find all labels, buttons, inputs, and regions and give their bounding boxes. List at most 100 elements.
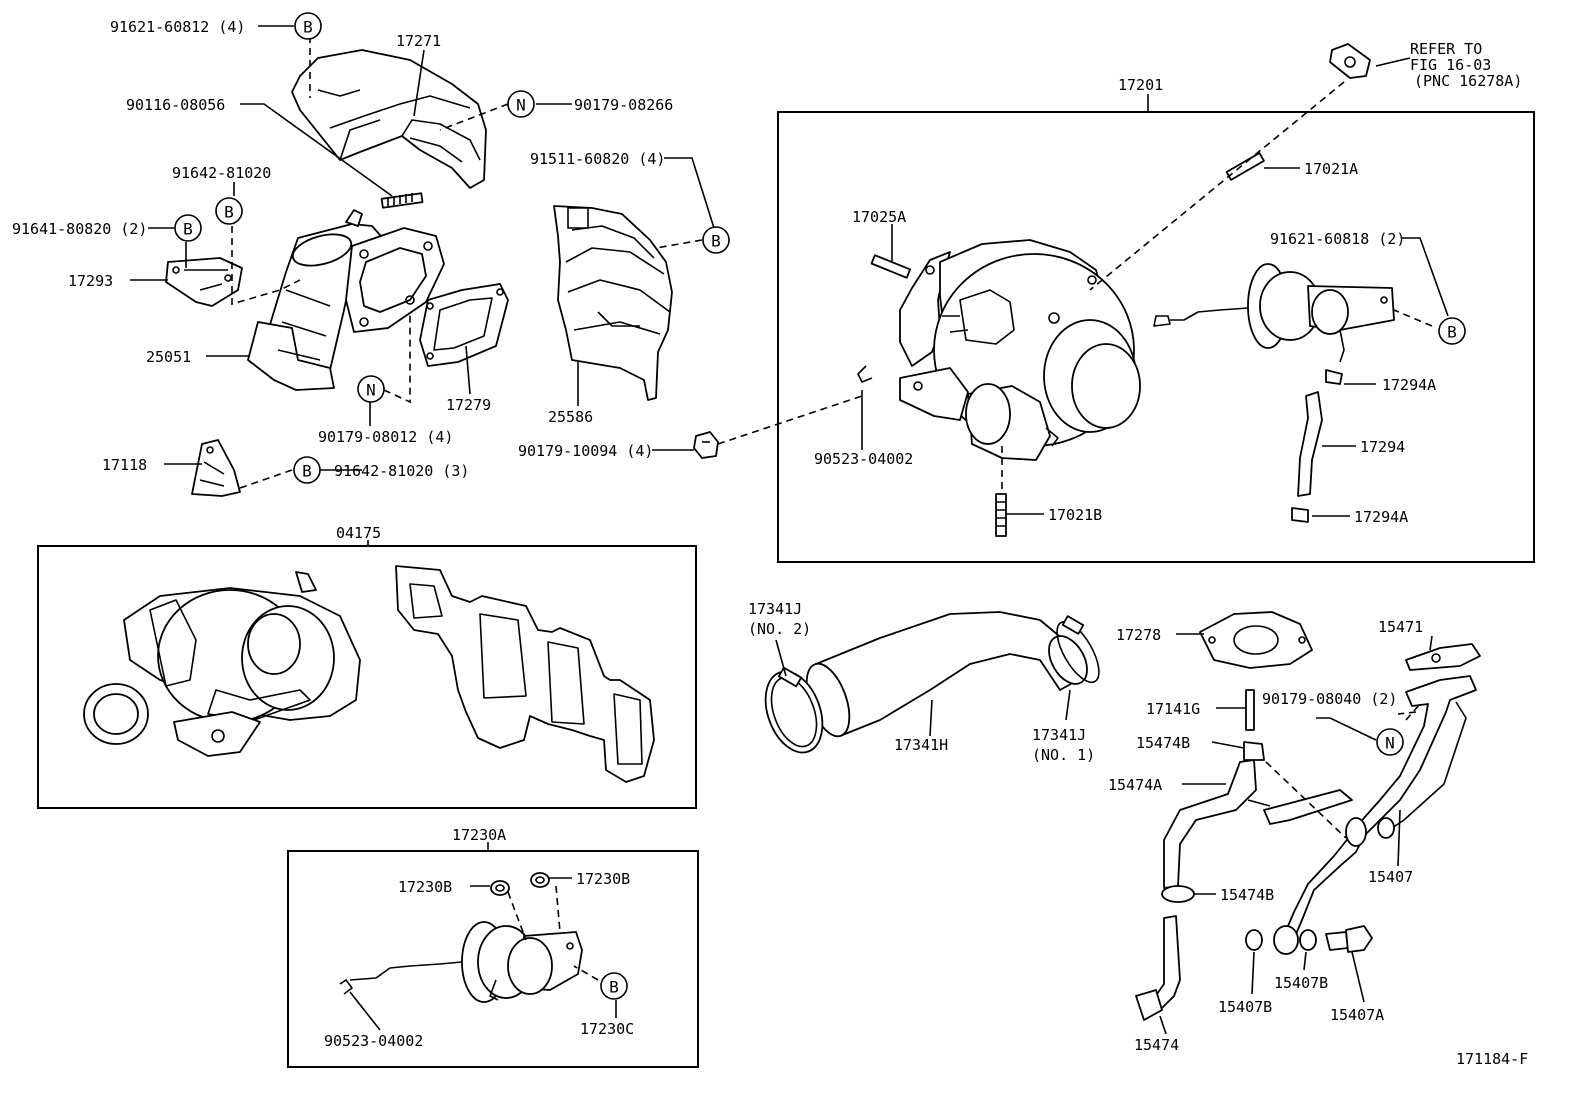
label-17279: 17279 — [446, 396, 491, 414]
label-15471: 15471 — [1378, 618, 1423, 636]
nut-90179-10094 — [693, 431, 719, 459]
gasket-17279 — [419, 283, 509, 367]
stud-17021B — [995, 493, 1007, 537]
svg-text:B: B — [711, 232, 721, 251]
svg-text:N: N — [366, 381, 376, 400]
label-17025A: 17025A — [852, 208, 906, 226]
label-pnc-16278a: (PNC 16278A) — [1414, 72, 1522, 90]
callout-B-5: B — [702, 226, 730, 254]
turbocharger-17201 — [899, 239, 1141, 461]
callout-B-2: B — [215, 197, 243, 225]
label-17141G: 17141G — [1146, 700, 1200, 718]
washer-17230B-right — [530, 872, 550, 888]
label-17201: 17201 — [1118, 76, 1163, 94]
label-15407A: 15407A — [1330, 1006, 1384, 1024]
leader-lines — [130, 25, 1449, 1035]
clip-17294A-bottom — [1291, 507, 1309, 523]
manifold-converter-25051 — [247, 209, 445, 391]
callout-B-4: B — [293, 456, 321, 484]
label-17278: 17278 — [1116, 626, 1161, 644]
actuator-assembly-box — [287, 850, 699, 1068]
label-90179-10094: 90179-10094 (4) — [518, 442, 653, 460]
label-04175: 04175 — [336, 524, 381, 542]
svg-text:N: N — [1385, 734, 1395, 753]
heat-insulator-25586 — [553, 205, 673, 401]
label-90523-04002-top: 90523-04002 — [814, 450, 913, 468]
label-17118: 17118 — [102, 456, 147, 474]
hose-15474A — [1163, 741, 1265, 889]
label-91621-60818: 91621-60818 (2) — [1270, 230, 1405, 248]
turbocharger-assembly-box — [777, 111, 1535, 563]
label-91621-60812: 91621-60812 (4) — [110, 18, 245, 36]
label-91642-81020-3: 91642-81020 (3) — [334, 462, 469, 480]
label-15474: 15474 — [1134, 1036, 1179, 1054]
callout-B-6: B — [1438, 317, 1466, 345]
label-90116-08056: 90116-08056 — [126, 96, 225, 114]
callout-B-7: B — [600, 972, 628, 1000]
clip-90523-04002 — [857, 365, 873, 383]
gasket-reference-16278A — [1329, 43, 1371, 79]
label-90179-08012: 90179-08012 (4) — [318, 428, 453, 446]
label-17271: 17271 — [396, 32, 441, 50]
hose-17294 — [1297, 391, 1323, 497]
label-refer-to: REFER TO — [1410, 40, 1482, 58]
label-17294A-top: 17294A — [1382, 376, 1436, 394]
label-90179-08266: 90179-08266 — [574, 96, 673, 114]
svg-text:B: B — [1447, 323, 1457, 342]
gasket-kit-04175 — [83, 565, 655, 783]
label-17293: 17293 — [68, 272, 113, 290]
label-15407B-left: 15407B — [1218, 998, 1272, 1016]
heat-insulator-17271 — [291, 49, 487, 189]
label-15474B-bottom: 15474B — [1220, 886, 1274, 904]
washer-17230B-left — [490, 880, 510, 896]
stud-17141G — [1245, 689, 1255, 731]
stud-17025A — [870, 254, 912, 279]
intake-hose-17341H — [805, 611, 1088, 738]
label-17230B-right: 17230B — [576, 870, 630, 888]
stud-90116-08056 — [380, 192, 424, 209]
svg-text:B: B — [609, 978, 619, 997]
label-17294: 17294 — [1360, 438, 1405, 456]
union-15407 — [1273, 925, 1299, 955]
clip-17294A-top — [1325, 369, 1343, 385]
actuator-turbo — [1153, 263, 1395, 363]
actuator-17230A — [339, 921, 583, 1003]
label-17230B-left: 17230B — [398, 878, 452, 896]
label-15407: 15407 — [1368, 868, 1413, 886]
part-labels: 91621-60812 (4) 17271 90116-08056 90179-… — [12, 18, 1528, 1068]
bracket-17293 — [165, 257, 243, 307]
label-17341J-no2: 17341J — [748, 600, 802, 618]
clamp-15474B-bottom — [1161, 885, 1195, 903]
callout-B-1: B — [294, 12, 322, 40]
svg-text:B: B — [302, 462, 312, 481]
label-17341J-no2-note: (NO. 2) — [748, 620, 811, 638]
label-17230A: 17230A — [452, 826, 506, 844]
label-91511-60820: 91511-60820 (4) — [530, 150, 665, 168]
pipe-15474 — [1135, 915, 1181, 1021]
label-17341J-no1-note: (NO. 1) — [1032, 746, 1095, 764]
label-17294A-bottom: 17294A — [1354, 508, 1408, 526]
label-25586: 25586 — [548, 408, 593, 426]
callout-N-3: N — [1376, 728, 1404, 756]
svg-text:B: B — [303, 18, 313, 37]
svg-text:B: B — [183, 220, 193, 239]
clamp-17341J-no1 — [1056, 615, 1100, 684]
label-17021B: 17021B — [1048, 506, 1102, 524]
bracket-17118 — [191, 439, 241, 497]
callout-B-3: B — [174, 214, 202, 242]
svg-text:B: B — [224, 203, 234, 222]
label-90523-04002-bottom: 90523-04002 — [324, 1032, 423, 1050]
gasket-17278 — [1199, 611, 1313, 669]
callout-N-2: N — [357, 375, 385, 403]
label-15407B-right: 15407B — [1274, 974, 1328, 992]
svg-text:N: N — [516, 96, 526, 115]
bolt-15407A — [1325, 925, 1373, 953]
oil-pipe-15407 — [1247, 675, 1477, 935]
label-15474A: 15474A — [1108, 776, 1162, 794]
washer-15407B-right — [1299, 929, 1317, 951]
label-17341H: 17341H — [894, 736, 948, 754]
label-17021A: 17021A — [1304, 160, 1358, 178]
label-91641-80820: 91641-80820 (2) — [12, 220, 147, 238]
